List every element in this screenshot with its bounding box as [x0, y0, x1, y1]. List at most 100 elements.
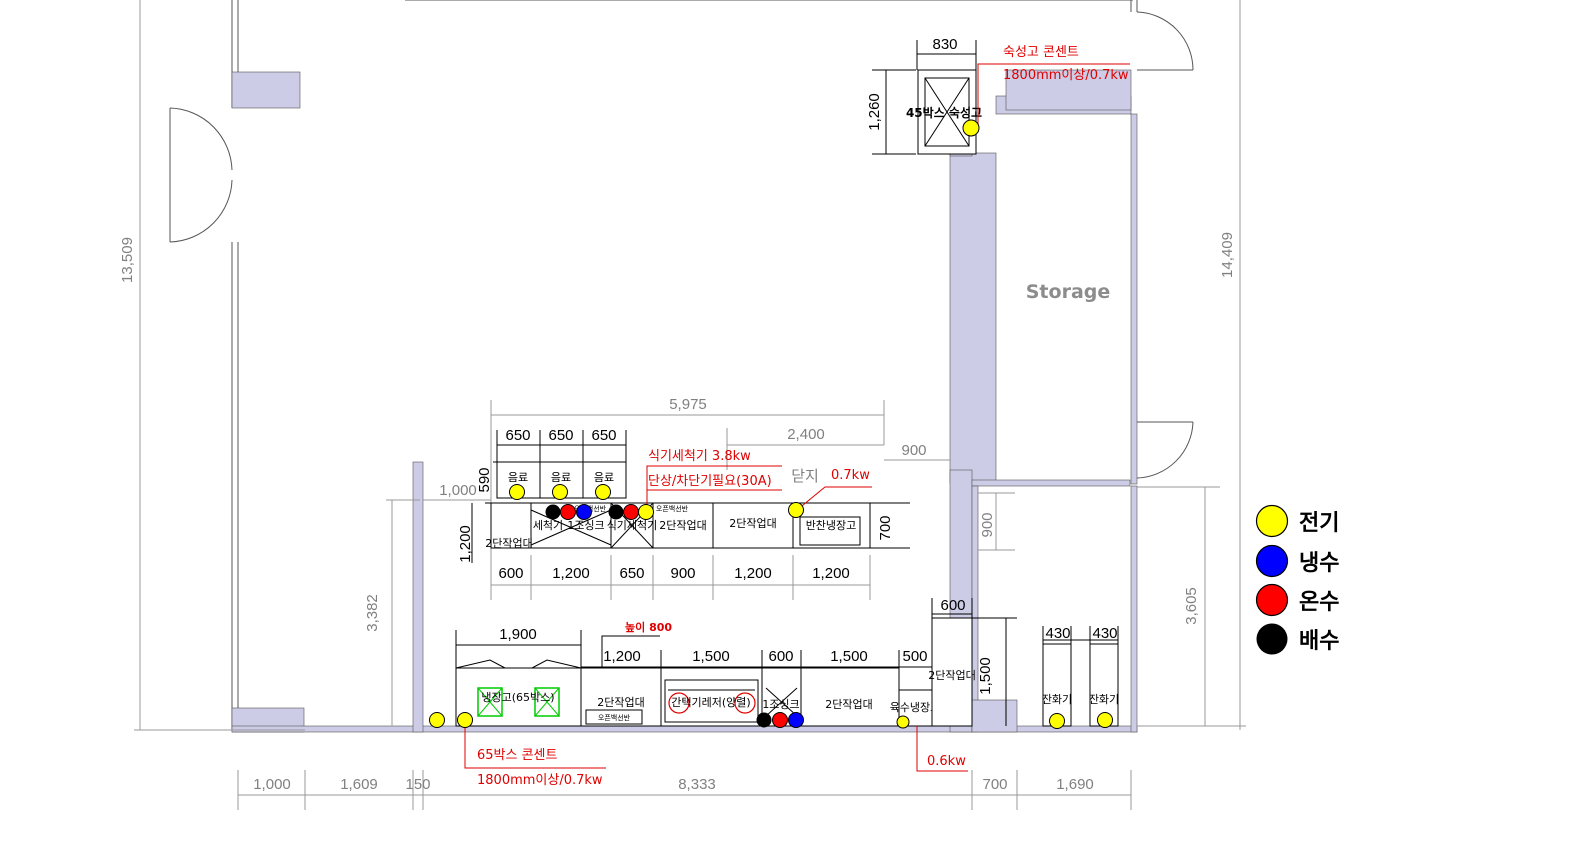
electric-point [552, 484, 568, 500]
bottom-dim-3: 600 [768, 648, 793, 665]
bottom-dimensions: 1,000 1,609 150 8,333 700 1,690 [237, 770, 1132, 810]
legend-drain-swatch [1256, 623, 1288, 655]
storage-label: Storage [1026, 281, 1111, 303]
shelf-depth: 1,500 [977, 657, 994, 695]
drink-label-1: 음료 [508, 471, 528, 484]
legend-cold-water-swatch [1255, 544, 1289, 578]
bottom-utility-dots [429, 119, 1113, 729]
top-counter-dimensions: 5,975 2,400 900 1,000 650 650 650 590 1,… [423, 396, 950, 600]
fryer-width-2: 430 [1092, 625, 1117, 642]
fridge-outlet: 65박스 콘센트 [477, 748, 558, 763]
dishwasher-power: 식기세척기 3.8kw [648, 449, 751, 464]
dim-depth-right: 700 [877, 515, 894, 540]
dishwasher-label: 식기세척기 [607, 519, 658, 532]
legend: 전기 냉수 온수 배수 [1255, 504, 1339, 655]
dim-drink-height: 590 [476, 467, 493, 492]
bottom-counter-dimensions: 1,900 1,200 1,500 600 1,500 500 높이 800 [455, 620, 933, 670]
fridge-outlet-spec: 1800mm이상/0.7kw [477, 773, 603, 788]
bottom-dim-1: 1,200 [603, 648, 641, 665]
dim-right-height: 14,409 [1219, 232, 1236, 278]
electric-point [595, 484, 611, 500]
electric-point [429, 712, 445, 728]
dim-top-bottom-5: 1,200 [734, 565, 772, 582]
drain-point [756, 712, 772, 728]
water-fridge-power: 0.6kw [927, 754, 966, 769]
cold-water-point [576, 504, 592, 520]
cold-water-point [788, 712, 804, 728]
bottom-counter: 냉장고(65박스) 2단작업대 오픈백선반 간택기레저(양렬) 1조싱크 2단작… [455, 597, 1119, 788]
bottom-dim-2: 1,500 [692, 648, 730, 665]
fryer-label-1: 잔화기 [1042, 693, 1072, 706]
dim-bottom-5: 700 [982, 776, 1007, 793]
hot-water-point [623, 504, 639, 520]
bottom-dim-5: 500 [902, 648, 927, 665]
ripening-depth: 1,260 [866, 93, 883, 131]
walls [169, 0, 1194, 733]
bottom-dim-4: 1,500 [830, 648, 868, 665]
switch-label: 오픈백선반 [656, 504, 689, 513]
ripening-label: 45박스 숙성고 [906, 105, 982, 120]
dim-top-bottom-1: 600 [498, 565, 523, 582]
dim-drink-1: 650 [505, 427, 530, 444]
electric-point [638, 504, 654, 520]
electric-point [1049, 713, 1065, 729]
legend-cold-water-label: 냉수 [1299, 551, 1339, 576]
electric-point [788, 502, 804, 518]
legend-hot-water-label: 온수 [1299, 590, 1339, 615]
legend-electric-swatch [1255, 504, 1289, 538]
dishwash-table-label: 세척기 [533, 519, 563, 532]
bottom-table1-label: 2단작업대 [597, 696, 644, 709]
sink-label: 1조싱크 [567, 519, 604, 532]
legend-drain-label: 배수 [1299, 629, 1339, 654]
ripening-note-spec: 1800mm이상/0.7kw [1003, 68, 1129, 83]
dim-depth-left: 1,200 [457, 525, 474, 563]
dishwasher-breaker: 단상/차단기필요(30A) [648, 474, 772, 489]
dim-top-bottom-4: 900 [670, 565, 695, 582]
electric-point [896, 715, 910, 729]
dim-top-bottom-2: 1,200 [552, 565, 590, 582]
hot-water-point [772, 712, 788, 728]
dim-top-bottom-3: 650 [619, 565, 644, 582]
legend-electric-label: 전기 [1299, 511, 1339, 536]
fryer-width-1: 430 [1045, 625, 1070, 642]
bottom-table2-label: 2단작업대 [825, 698, 872, 711]
dim-top-bottom-6: 1,200 [812, 565, 850, 582]
shelf-width: 600 [940, 597, 965, 614]
dim-bottom-3: 150 [405, 776, 430, 793]
drain-point [608, 504, 624, 520]
shelf-label: 2단작업대 [928, 669, 975, 682]
ripening-note-title: 숙성고 콘센트 [1003, 45, 1079, 60]
dim-left-offset: 1,000 [439, 482, 477, 499]
ripening-width: 830 [932, 36, 957, 53]
electric-point [962, 119, 980, 137]
hot-water-point [560, 504, 576, 520]
electric-point [457, 712, 473, 728]
fryer-label-2: 잔화기 [1089, 693, 1119, 706]
dim-total: 5,975 [669, 396, 707, 413]
electric-point [509, 484, 525, 500]
fridge-label: 냉장고(65박스) [481, 691, 554, 704]
top-counter: 음료 음료 음료 2단작업대 세척기 1조싱크 식기세척기 2단작업대 2단작업… [485, 449, 872, 550]
top-utility-dots [509, 484, 804, 520]
table-a-label: 2단작업대 [659, 519, 706, 532]
dim-right-gap: 900 [901, 442, 926, 459]
dim-left-height: 13,509 [119, 237, 136, 283]
electric-point [1097, 712, 1113, 728]
cover-label: 닫지 [791, 468, 819, 485]
dim-drink-3: 650 [591, 427, 616, 444]
left-table-label: 2단작업대 [485, 537, 532, 550]
fridge-power: 0.7kw [831, 468, 870, 483]
drink-label-2: 음료 [551, 471, 571, 484]
drink-label-3: 음료 [594, 471, 614, 484]
fridge-width: 1,900 [499, 626, 537, 643]
legend-hot-water-swatch [1255, 583, 1289, 617]
side-fridge-label: 반찬냉장고 [806, 518, 857, 532]
dim-bottom-4: 8,333 [678, 776, 716, 793]
dim-bottom-1: 1,000 [253, 776, 291, 793]
bottom-sink-label: 1조싱크 [762, 698, 799, 711]
range-label: 간택기레저(양렬) [671, 696, 750, 709]
dim-lower-left: 3,382 [364, 594, 381, 632]
bottom-shelf-label: 오픈백선반 [598, 713, 631, 722]
height-note: 높이 800 [625, 620, 672, 634]
